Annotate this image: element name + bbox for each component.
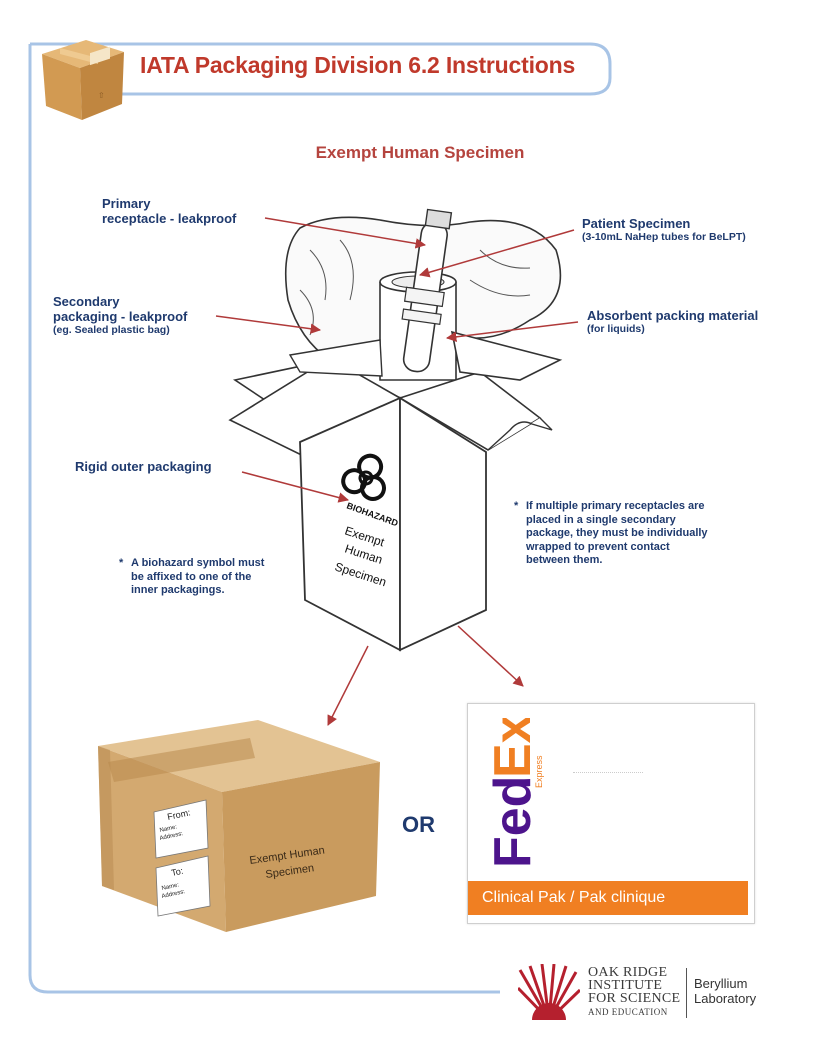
from-label: From:	[166, 807, 191, 822]
note-multiple-line: placed in a single secondary	[526, 513, 676, 526]
note-multiple-receptacles: * If multiple primary receptacles are pl…	[514, 500, 708, 566]
from-address-label: Address:	[159, 831, 184, 842]
diagram-subtitle: Exempt Human Specimen	[315, 143, 525, 162]
to-address-label: Address:	[161, 889, 186, 900]
lab-name: Beryllium Laboratory	[694, 976, 756, 1006]
org-line3: FOR SCIENCE	[588, 991, 681, 1006]
fedex-fed: Fed	[484, 776, 542, 868]
org-line1: OAK RIDGE	[588, 965, 668, 980]
fedex-ex: Ex	[484, 718, 542, 778]
fedex-blank-area	[573, 772, 643, 823]
org-line4: AND EDUCATION	[588, 1007, 668, 1017]
to-label: To:	[170, 866, 184, 878]
label-secondary-packaging: Secondary packaging - leakproof (eg. Sea…	[53, 294, 187, 337]
from-name-label: Name:	[159, 824, 178, 834]
label-absorbent: Absorbent packing material (for liquids)	[587, 308, 758, 336]
fedex-logo: Fed Ex Express	[484, 718, 544, 868]
note-multiple-line: wrapped to prevent contact	[526, 540, 670, 553]
cardboard-box-icon: ⇧	[42, 40, 124, 120]
label-patient-specimen: Patient Specimen (3-10mL NaHep tubes for…	[582, 216, 746, 244]
label-patient-main: Patient Specimen	[582, 216, 691, 231]
or-label: OR	[402, 812, 435, 837]
to-name-label: Name:	[161, 882, 180, 892]
cardboard-shipping-box: From: Name: Address: To: Name: Address: …	[98, 720, 380, 932]
label-secondary-line2: packaging - leakproof	[53, 309, 188, 324]
fedex-express: Express	[534, 755, 544, 788]
note-multiple-line: If multiple primary receptacles are	[526, 500, 705, 512]
note-biohazard-line: inner packagings.	[131, 584, 225, 596]
label-primary-line2: receptacle - leakproof	[102, 211, 237, 226]
note-multiple-line: between them.	[526, 554, 603, 566]
sunburst-icon	[518, 964, 580, 1020]
label-patient-sub: (3-10mL NaHep tubes for BeLPT)	[582, 231, 746, 243]
page-title: IATA Packaging Division 6.2 Instructions	[140, 52, 576, 78]
svg-text:⇧: ⇧	[98, 91, 105, 100]
fedex-clinical-pak: Fed Ex Express Clinical Pak / Pak cliniq…	[467, 703, 755, 924]
biohazard-icon	[341, 453, 387, 501]
org-name: OAK RIDGE INSTITUTE FOR SCIENCE AND EDUC…	[588, 966, 680, 1019]
label-absorbent-sub: (for liquids)	[587, 323, 645, 335]
lab-line2: Laboratory	[694, 991, 757, 1006]
label-primary-receptacle: Primary receptacle - leakproof	[102, 196, 236, 226]
note-biohazard: * A biohazard symbol must be affixed to …	[119, 557, 265, 596]
oak-ridge-logo: OAK RIDGE INSTITUTE FOR SCIENCE AND EDUC…	[518, 964, 768, 1020]
label-absorbent-main: Absorbent packing material	[587, 308, 759, 323]
fedex-band: Clinical Pak / Pak clinique	[468, 881, 748, 915]
outer-box-side	[399, 396, 487, 652]
note-biohazard-line: A biohazard symbol must	[131, 557, 265, 569]
org-line2: INSTITUTE	[588, 978, 663, 993]
label-primary-line1: Primary	[102, 196, 151, 211]
note-multiple-line: package, they must be individually	[526, 527, 708, 539]
logo-divider	[686, 968, 687, 1018]
label-rigid-outer: Rigid outer packaging	[75, 459, 212, 474]
package-diagram: BIOHAZARD Exempt Human Specimen	[215, 208, 579, 726]
note-biohazard-line: be affixed to one of the	[131, 570, 252, 583]
label-secondary-line1: Secondary	[53, 294, 120, 309]
label-secondary-sub: (eg. Sealed plastic bag)	[53, 324, 170, 336]
lab-line1: Beryllium	[694, 976, 748, 991]
